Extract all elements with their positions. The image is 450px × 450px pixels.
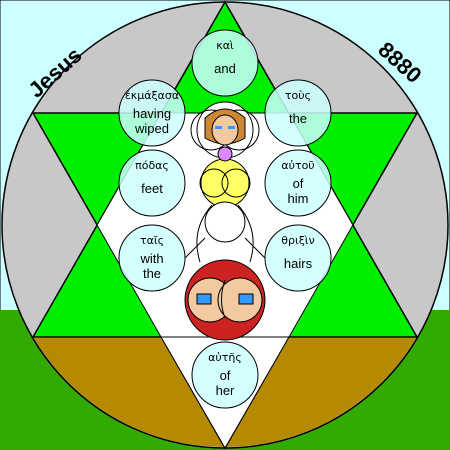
greek-word: καὶ [216, 39, 234, 52]
english-word: the [143, 266, 161, 281]
greek-word: πόδας [135, 159, 169, 172]
word-bubble: πόδας feet [118, 149, 186, 217]
english-word: him [288, 191, 309, 206]
english-word: wiped [134, 121, 169, 136]
bubble-circle [264, 79, 332, 147]
bubble-circle [191, 29, 259, 97]
greek-word: αὐτοῦ [281, 159, 314, 172]
bubble-circle [191, 341, 259, 409]
english-word: and [214, 61, 236, 76]
lower-face [196, 279, 254, 319]
word-bubble: θριξὶν hairs [264, 224, 332, 292]
bubble-circle [264, 149, 332, 217]
word-bubble: τοὺς the [264, 79, 332, 147]
bubble-circle [264, 224, 332, 292]
english-word: hairs [284, 256, 313, 271]
english-word: having [133, 106, 171, 121]
english-word: with [139, 251, 163, 266]
bubble-circle [118, 149, 186, 217]
greek-word: τοὺς [285, 89, 311, 102]
greek-word: ἐκμάξασα [125, 89, 179, 102]
hair-strands [184, 204, 266, 263]
word-bubble: καὶ and [191, 29, 259, 97]
english-word: of [293, 176, 304, 191]
english-word: the [289, 111, 307, 126]
greek-word: θριξὶν [281, 234, 314, 247]
bubble-circle [118, 79, 186, 147]
bubble-circle [118, 224, 186, 292]
english-word: feet [141, 181, 163, 196]
greek-word: αὐτῆς [208, 351, 242, 364]
greek-word: ταῖς [140, 234, 164, 247]
english-word: her [216, 383, 235, 398]
english-word: of [220, 368, 231, 383]
upper-face [204, 108, 246, 162]
